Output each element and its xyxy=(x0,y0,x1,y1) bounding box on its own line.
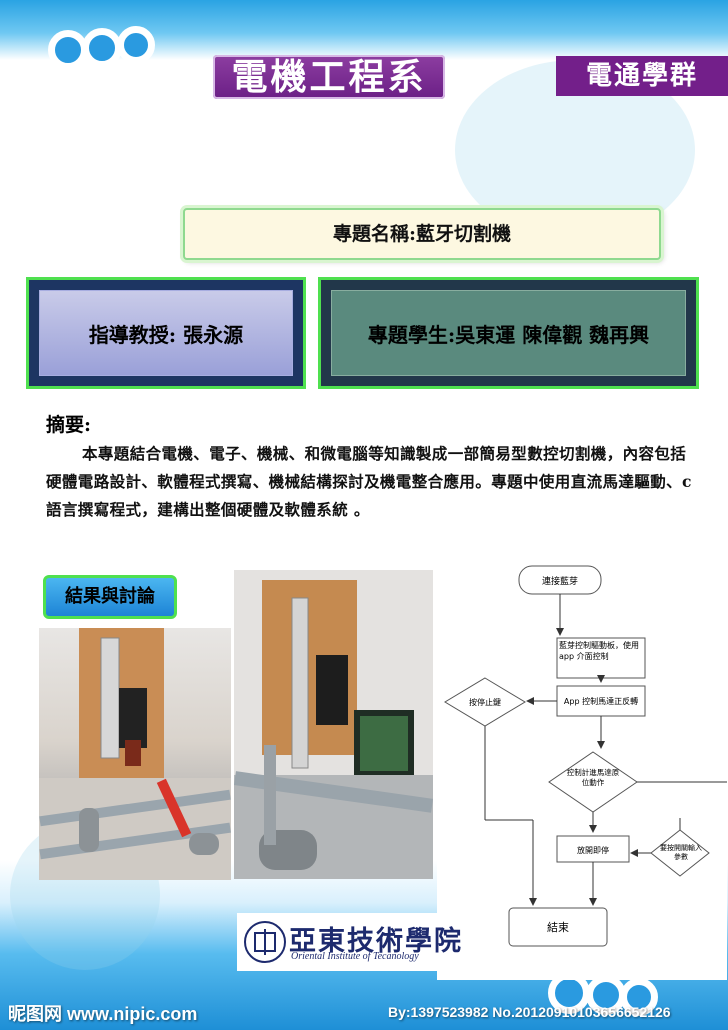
flow-node-control-board-label: 藍芽控制驅動板，使用app 介面控制 xyxy=(559,641,639,661)
flowchart-panel: 連接藍芽 藍芽控制驅動板，使用app 介面控制 App 控制馬達正反轉 按停止鍵… xyxy=(437,560,727,980)
project-name-banner: 專題名稱:藍牙切割機 xyxy=(183,208,661,260)
department-title: 電機工程系 xyxy=(213,55,445,99)
machine-illustration xyxy=(39,628,231,880)
students-frame: 專題學生:吳東運 陳偉觀 魏再興 xyxy=(318,277,699,389)
results-label: 結果與討論 xyxy=(43,575,177,619)
abstract-body: 本專題結合電機、電子、機械、和微電腦等知識製成一部簡易型數控切割機，內容包括硬體… xyxy=(46,444,692,519)
machine-photo-middle xyxy=(234,570,433,879)
school-logo: 亞東技術學院 Oriental Institute of Tecanology xyxy=(237,913,475,971)
school-name-chinese: 亞東技術學院 xyxy=(289,926,463,957)
flow-node-control-board xyxy=(556,637,646,679)
flowchart-diagram: 連接藍芽 藍芽控制驅動板，使用app 介面控制 App 控制馬達正反轉 按停止鍵… xyxy=(444,565,727,947)
flow-node-end-label: 結束 xyxy=(547,920,569,934)
flow-node-stop-key-label: 按停止鍵 xyxy=(469,697,501,707)
flow-node-new-params-label: 要按開關輸入參數 xyxy=(660,844,702,861)
flow-node-motor-rotate xyxy=(556,685,646,717)
ring-decoration xyxy=(117,26,155,64)
flow-node-new-params xyxy=(650,829,710,877)
advisor-panel: 指導教授: 張永源 xyxy=(39,290,293,376)
watermark-site: 昵图网 www.nipic.com xyxy=(8,1004,198,1024)
students-panel: 專題學生:吳東運 陳偉觀 魏再興 xyxy=(331,290,686,376)
flow-node-end xyxy=(508,907,608,947)
advisor-frame: 指導教授: 張永源 xyxy=(26,277,306,389)
flow-node-timing-motor-label: 控制計進馬達原位動作 xyxy=(566,768,620,787)
machine-illustration xyxy=(234,570,433,879)
watermark-id: By:1397523982 No.20120910103656652126 xyxy=(388,1004,671,1020)
flow-node-motor-rotate-label: App 控制馬達正反轉 xyxy=(564,696,638,706)
students-text: 專題學生:吳東運 陳偉觀 魏再興 xyxy=(367,322,650,347)
abstract-heading: 摘要: xyxy=(46,414,92,436)
flow-node-connect-label: 連接藍芽 xyxy=(542,575,578,587)
machine-photo-left xyxy=(39,628,231,880)
school-name-english: Oriental Institute of Tecanology xyxy=(291,951,419,962)
school-emblem-icon xyxy=(244,921,286,963)
advisor-text: 指導教授: 張永源 xyxy=(88,322,244,347)
group-label: 電通學群 xyxy=(556,56,728,96)
flow-node-release-stop-label: 放開即停 xyxy=(577,845,609,855)
ring-decoration xyxy=(82,28,122,68)
flow-node-release-stop xyxy=(556,835,630,863)
ring-decoration xyxy=(620,978,658,1016)
